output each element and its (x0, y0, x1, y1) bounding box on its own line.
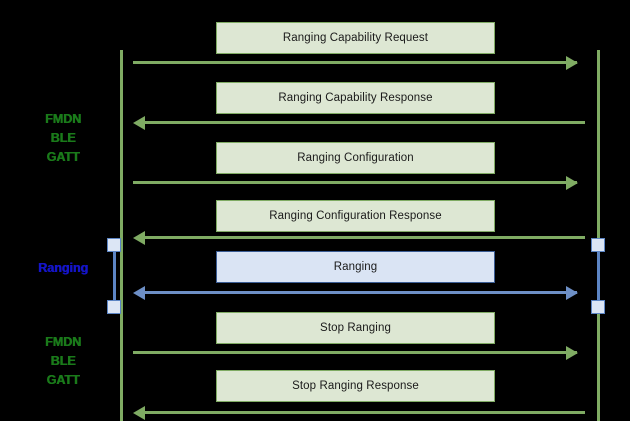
message-box-ranging-capability-request[interactable]: Ranging Capability Request (216, 22, 495, 54)
message-arrowhead-right-1 (566, 55, 578, 70)
phase-label-fmdn-bottom: FMDN BLE GATT (44, 335, 82, 387)
message-arrowhead-right-6 (566, 345, 578, 360)
message-arrow-line-4 (145, 236, 585, 239)
message-arrow-line-1 (133, 61, 577, 64)
message-box-ranging[interactable]: Ranging (216, 251, 495, 283)
phase-label-fmdn-top: FMDN BLE GATT (44, 112, 82, 164)
activation-marker-left-end[interactable] (107, 300, 121, 314)
lifeline-left (120, 50, 123, 421)
phase-label-ranging: Ranging (38, 261, 88, 275)
message-box-ranging-capability-response[interactable]: Ranging Capability Response (216, 82, 495, 114)
lifeline-right (597, 50, 600, 421)
activation-marker-right-start[interactable] (591, 238, 605, 252)
activation-marker-left-start[interactable] (107, 238, 121, 252)
message-arrowhead-left-4 (133, 230, 145, 245)
message-arrow-line-5 (145, 291, 577, 294)
message-arrowhead-left-5 (133, 285, 145, 300)
activation-bar-left (113, 244, 116, 313)
message-arrowhead-right-3 (566, 175, 578, 190)
message-arrow-line-2 (145, 121, 585, 124)
message-arrow-line-6 (133, 351, 577, 354)
message-box-stop-ranging-response[interactable]: Stop Ranging Response (216, 370, 495, 402)
message-arrow-line-3 (133, 181, 577, 184)
message-arrowhead-left-2 (133, 115, 145, 130)
message-box-stop-ranging[interactable]: Stop Ranging (216, 312, 495, 344)
activation-marker-right-end[interactable] (591, 300, 605, 314)
message-arrowhead-right-5 (566, 285, 578, 300)
message-arrowhead-left-7 (133, 405, 145, 420)
message-box-ranging-configuration[interactable]: Ranging Configuration (216, 142, 495, 174)
message-box-ranging-configuration-response[interactable]: Ranging Configuration Response (216, 200, 495, 232)
activation-bar-right (597, 244, 600, 313)
message-arrow-line-7 (145, 411, 585, 414)
